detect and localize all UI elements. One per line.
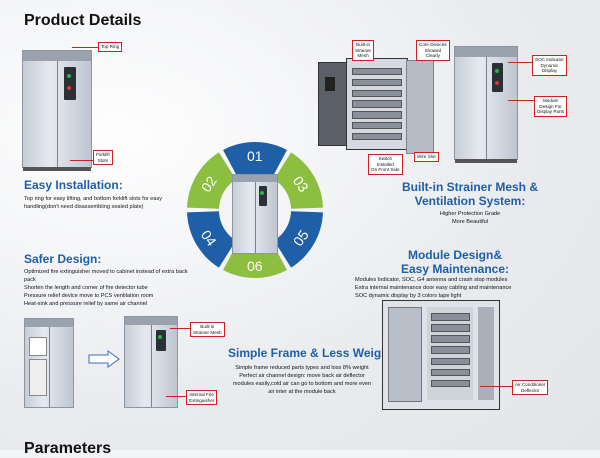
open-cabinet-module-image <box>382 300 500 410</box>
text-safer-design: Optimized fire extinguisher moved to cab… <box>24 269 188 307</box>
text-built-in-strainer: Higher Protection Grade More Beautiful <box>439 211 501 225</box>
page-title: Product Details <box>24 12 142 29</box>
callout-top-ring: Top Ring <box>98 42 123 52</box>
section-title-parameters: Parameters <box>24 440 112 457</box>
callout-wire-slot: Wire Slot <box>414 152 439 162</box>
wheel-number-04: 04 <box>197 227 220 249</box>
callout-built-in-strainer-bottom: Built-in Strainer Mesh <box>190 322 225 338</box>
wheel-center-cabinet <box>232 174 278 254</box>
callout-built-in-strainer-top: Built-in Strainer Mesh <box>352 40 375 61</box>
wheel-numbers: 01 02 03 04 05 06 <box>185 140 325 280</box>
heading-module-design: Module Design& Easy Maintenance: <box>400 248 510 276</box>
heading-easy-installation: Easy Installation: <box>24 178 123 192</box>
cabinet-image-easy-installation <box>22 50 92 171</box>
cabinet-image-after <box>124 316 178 408</box>
callout-internal-fire: Internal Fire Extinguisher <box>186 390 218 406</box>
wheel-segment-03 <box>274 152 323 209</box>
callout-switch-installed: Switch Installed On Front Side <box>368 154 403 175</box>
wheel-number-06: 06 <box>247 258 263 274</box>
callout-soc-indicator: SOC Indicator Dynamic Display <box>532 55 567 76</box>
arrow-right-icon <box>88 350 120 368</box>
heading-built-in-strainer: Built-in Strainer Mesh & Ventilation Sys… <box>401 180 538 208</box>
wheel-number-05: 05 <box>289 227 312 249</box>
wheel-segment-05 <box>274 211 323 268</box>
wheel-segment-01 <box>223 142 287 179</box>
text-easy-installation: Top ring for easy lifting, and bottom fo… <box>24 196 163 210</box>
wheel-segment-02 <box>187 152 236 209</box>
callout-module-design: Module Design For Display Parts <box>534 96 568 117</box>
heading-simple-frame: Simple Frame & Less Weight: <box>228 346 397 360</box>
text-module-design: Modules Indicator, SOC, G4 antenna and c… <box>355 277 512 299</box>
open-cabinet-image <box>346 58 408 150</box>
callout-air-conditioner: Air Conditioner Deflector <box>512 380 549 396</box>
wheel-number-02: 02 <box>197 173 220 195</box>
wheel-number-03: 03 <box>289 173 312 195</box>
callout-core-devices: Core Devices Showed Clearly <box>416 40 450 61</box>
open-door-image <box>318 62 348 146</box>
wheel-number-01: 01 <box>247 148 263 164</box>
cabinet-image-soc <box>454 46 518 163</box>
open-door-right-image <box>406 60 434 154</box>
text-simple-frame: Simple frame reduced parts types and los… <box>232 365 372 395</box>
heading-safer-design: Safer Design: <box>24 252 102 266</box>
wheel-segment-04 <box>187 211 236 268</box>
cabinet-image-before <box>24 318 74 408</box>
callout-forklift: Forklift Slots <box>93 150 113 166</box>
